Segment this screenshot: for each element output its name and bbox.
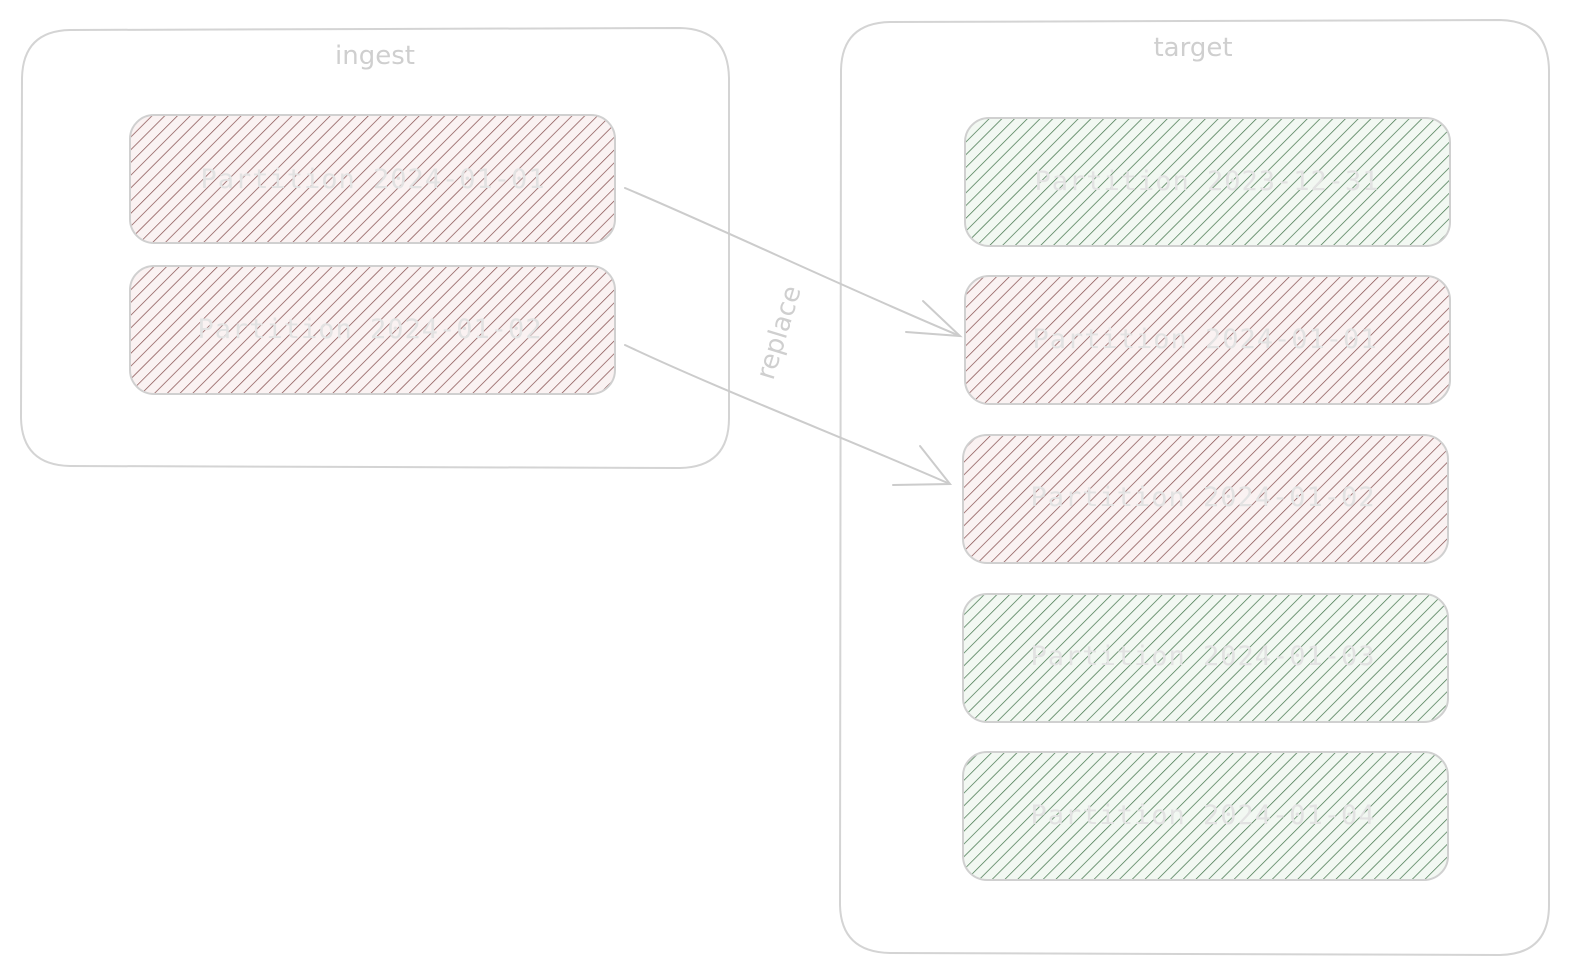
target-partition-2: Partition 2024-01-01	[964, 275, 1451, 405]
target-partition-1-label: Partition 2023-12-31	[1034, 166, 1379, 197]
target-partition-1: Partition 2023-12-31	[964, 117, 1451, 247]
target-partition-2-label: Partition 2024-01-01	[1032, 324, 1377, 355]
ingest-partition-2-label: Partition 2024-01-02	[197, 314, 542, 345]
target-partition-5-label: Partition 2024-01-04	[1030, 800, 1375, 831]
target-title: target	[1153, 33, 1232, 63]
replace-arrow-2	[624, 344, 953, 486]
target-partition-3-label: Partition 2024-01-02	[1030, 482, 1375, 513]
ingest-title: ingest	[335, 41, 415, 71]
ingest-partition-2: Partition 2024-01-02	[129, 265, 616, 395]
ingest-partition-1: Partition 2024-01-01	[129, 114, 616, 244]
target-partition-3: Partition 2024-01-02	[962, 434, 1449, 564]
ingest-container: ingest	[19, 26, 730, 470]
target-partition-5: Partition 2024-01-04	[962, 751, 1449, 881]
ingest-partitions: Partition 2024-01-01 Partition 2024-01-0…	[129, 114, 616, 395]
target-partition-4-label: Partition 2024-01-03	[1030, 641, 1375, 672]
target-partitions: Partition 2023-12-31 Partition 2024-01-0…	[962, 117, 1451, 881]
replace-arrow-1	[624, 187, 963, 338]
replace-label: replace	[751, 282, 808, 383]
target-container: target	[838, 18, 1550, 957]
ingest-partition-1-label: Partition 2024-01-01	[200, 164, 545, 195]
target-partition-4: Partition 2024-01-03	[962, 593, 1449, 723]
